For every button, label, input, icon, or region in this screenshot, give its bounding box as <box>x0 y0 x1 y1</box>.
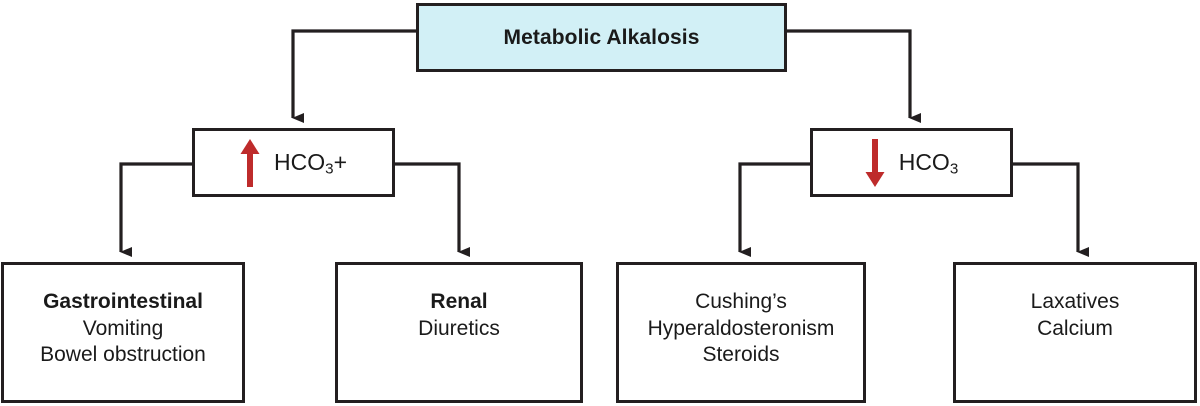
branch-formula-prefix: HCO <box>898 149 950 175</box>
root-title: Metabolic Alkalosis <box>503 26 700 49</box>
branch-label-increased: HCO3+ <box>273 149 347 178</box>
node-decreased-bicarbonate[interactable]: HCO3 <box>810 128 1013 197</box>
branch-content-row: HCO3+ <box>195 131 392 194</box>
leaf-item: Diuretics <box>418 316 500 340</box>
leaf-heading: Gastrointestinal <box>43 290 203 313</box>
leaf-text-block: Renal Diuretics <box>338 265 580 342</box>
branch-formula-subscript: 3 <box>325 160 334 178</box>
node-increased-bicarbonate[interactable]: HCO3+ <box>192 128 395 197</box>
leaf-item: Steroids <box>702 343 780 367</box>
leaf-heading: Renal <box>430 290 488 313</box>
connector-root-to-left-branch <box>291 29 416 123</box>
leaf-text-block: Gastrointestinal Vomiting Bowel obstruct… <box>4 265 242 369</box>
node-metabolic-alkalosis[interactable]: Metabolic Alkalosis <box>416 3 787 72</box>
leaf-item: Calcium <box>1037 316 1113 340</box>
arrow-down-icon <box>865 138 885 187</box>
node-laxatives-group[interactable]: Laxatives Calcium <box>953 262 1197 403</box>
branch-formula-suffix: + <box>333 149 347 175</box>
connector-right-branch-to-laxatives <box>1013 162 1089 257</box>
connector-root-to-right-branch <box>787 29 921 123</box>
leaf-item: Vomiting <box>82 316 164 340</box>
branch-label-decreased: HCO3 <box>898 149 959 178</box>
connector-left-branch-to-renal <box>395 162 470 257</box>
leaf-text-block: Cushing’s Hyperaldosteronism Steroids <box>619 265 863 369</box>
connector-left-branch-to-gastrointestinal <box>119 162 192 257</box>
branch-formula-prefix: HCO <box>273 149 326 175</box>
node-renal[interactable]: Renal Diuretics <box>335 262 583 403</box>
leaf-item: Bowel obstruction <box>40 343 206 367</box>
branch-content-row: HCO3 <box>813 131 1010 194</box>
leaf-text-block: Laxatives Calcium <box>956 265 1194 342</box>
branch-formula-subscript: 3 <box>949 160 959 178</box>
leaf-item: Laxatives <box>1030 290 1120 313</box>
node-cushings-group[interactable]: Cushing’s Hyperaldosteronism Steroids <box>616 262 866 403</box>
arrow-up-icon <box>240 138 260 187</box>
leaf-item: Cushing’s <box>695 290 787 313</box>
node-gastrointestinal[interactable]: Gastrointestinal Vomiting Bowel obstruct… <box>1 262 245 403</box>
connector-right-branch-to-cushings <box>738 162 810 257</box>
leaf-item: Hyperaldosteronism <box>647 316 835 340</box>
